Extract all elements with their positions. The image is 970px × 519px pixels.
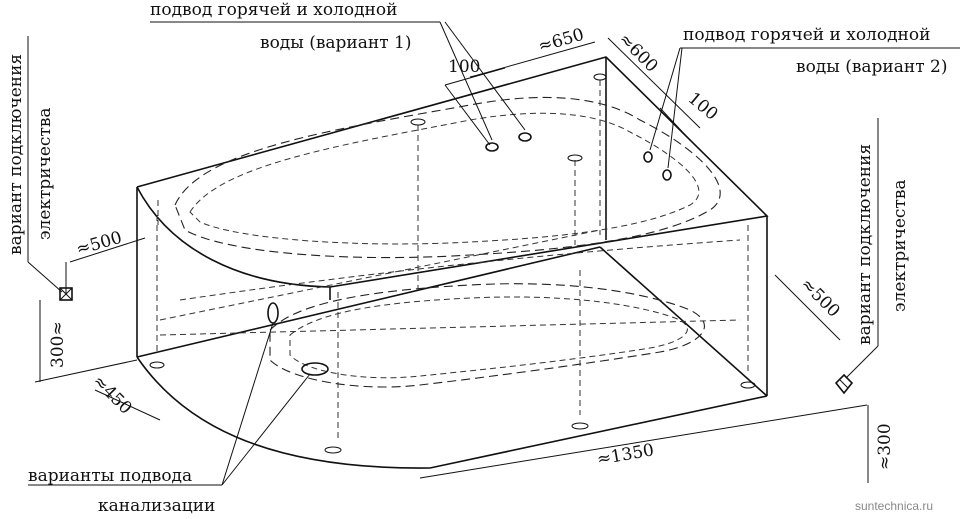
dim-600: ≈600: [614, 29, 661, 76]
dim-450: ≈450: [88, 371, 135, 418]
dim-500-right: ≈500: [796, 274, 843, 321]
leg-5: [410, 118, 426, 290]
drain-option-2: [301, 362, 329, 376]
dimension-values: ≈650 ≈600 100 100 ≈500 ≈500 300≈ ≈300 ≈4…: [48, 25, 895, 470]
legs: [149, 73, 756, 454]
label-electric-right-line1: вариант подключения: [855, 144, 875, 345]
label-hot-cold-v2-line1: подвод горячей и холодной: [683, 25, 930, 45]
label-electric-right-line2: электричества: [890, 179, 910, 312]
label-electric-left-line1: вариант подключения: [6, 54, 26, 255]
base-line: [136, 246, 601, 358]
leg-7: [593, 73, 607, 235]
label-hot-cold-v1-line1: подвод горячей и холодной: [150, 0, 397, 20]
watermark: suntechnica.ru: [855, 499, 933, 513]
dim-300-right: ≈300: [875, 423, 895, 470]
water-inlet-v1-a: [485, 142, 499, 152]
dimension-lines: [27, 21, 960, 486]
dim-300-left: 300≈: [48, 321, 68, 368]
leg-3: [571, 270, 589, 430]
dim-100-left: 100: [448, 57, 480, 77]
label-drain-line1: варианты подвода: [28, 466, 192, 486]
leg-1: [149, 215, 165, 369]
front-curve-bottom: [136, 356, 768, 469]
dim-1350: ≈1350: [595, 440, 655, 470]
dim-500-left: ≈500: [74, 228, 124, 260]
leg-4: [740, 225, 756, 389]
label-hot-cold-v1-line2: воды (вариант 1): [260, 33, 411, 53]
rim-curve: [136, 186, 331, 288]
water-inlet-v1-b: [518, 132, 532, 142]
dim-100-right: 100: [684, 89, 722, 125]
water-inlet-v2-b: [662, 169, 672, 181]
leg-6: [567, 154, 583, 245]
top-rim: [136, 56, 769, 288]
leg-2: [324, 292, 342, 454]
label-electric-left-line2: электричества: [35, 107, 55, 240]
drain-option-1: [267, 302, 279, 324]
label-hot-cold-v2-line2: воды (вариант 2): [796, 57, 947, 77]
text-labels: подвод горячей и холодной воды (вариант …: [6, 0, 947, 516]
label-drain-line2: канализации: [98, 496, 215, 516]
water-inlet-v2-a: [643, 151, 653, 163]
electric-box-right: [834, 373, 854, 395]
bathtub-bowl: [159, 96, 741, 388]
connection-points: [59, 132, 854, 395]
bathtub-frame: [136, 56, 769, 469]
